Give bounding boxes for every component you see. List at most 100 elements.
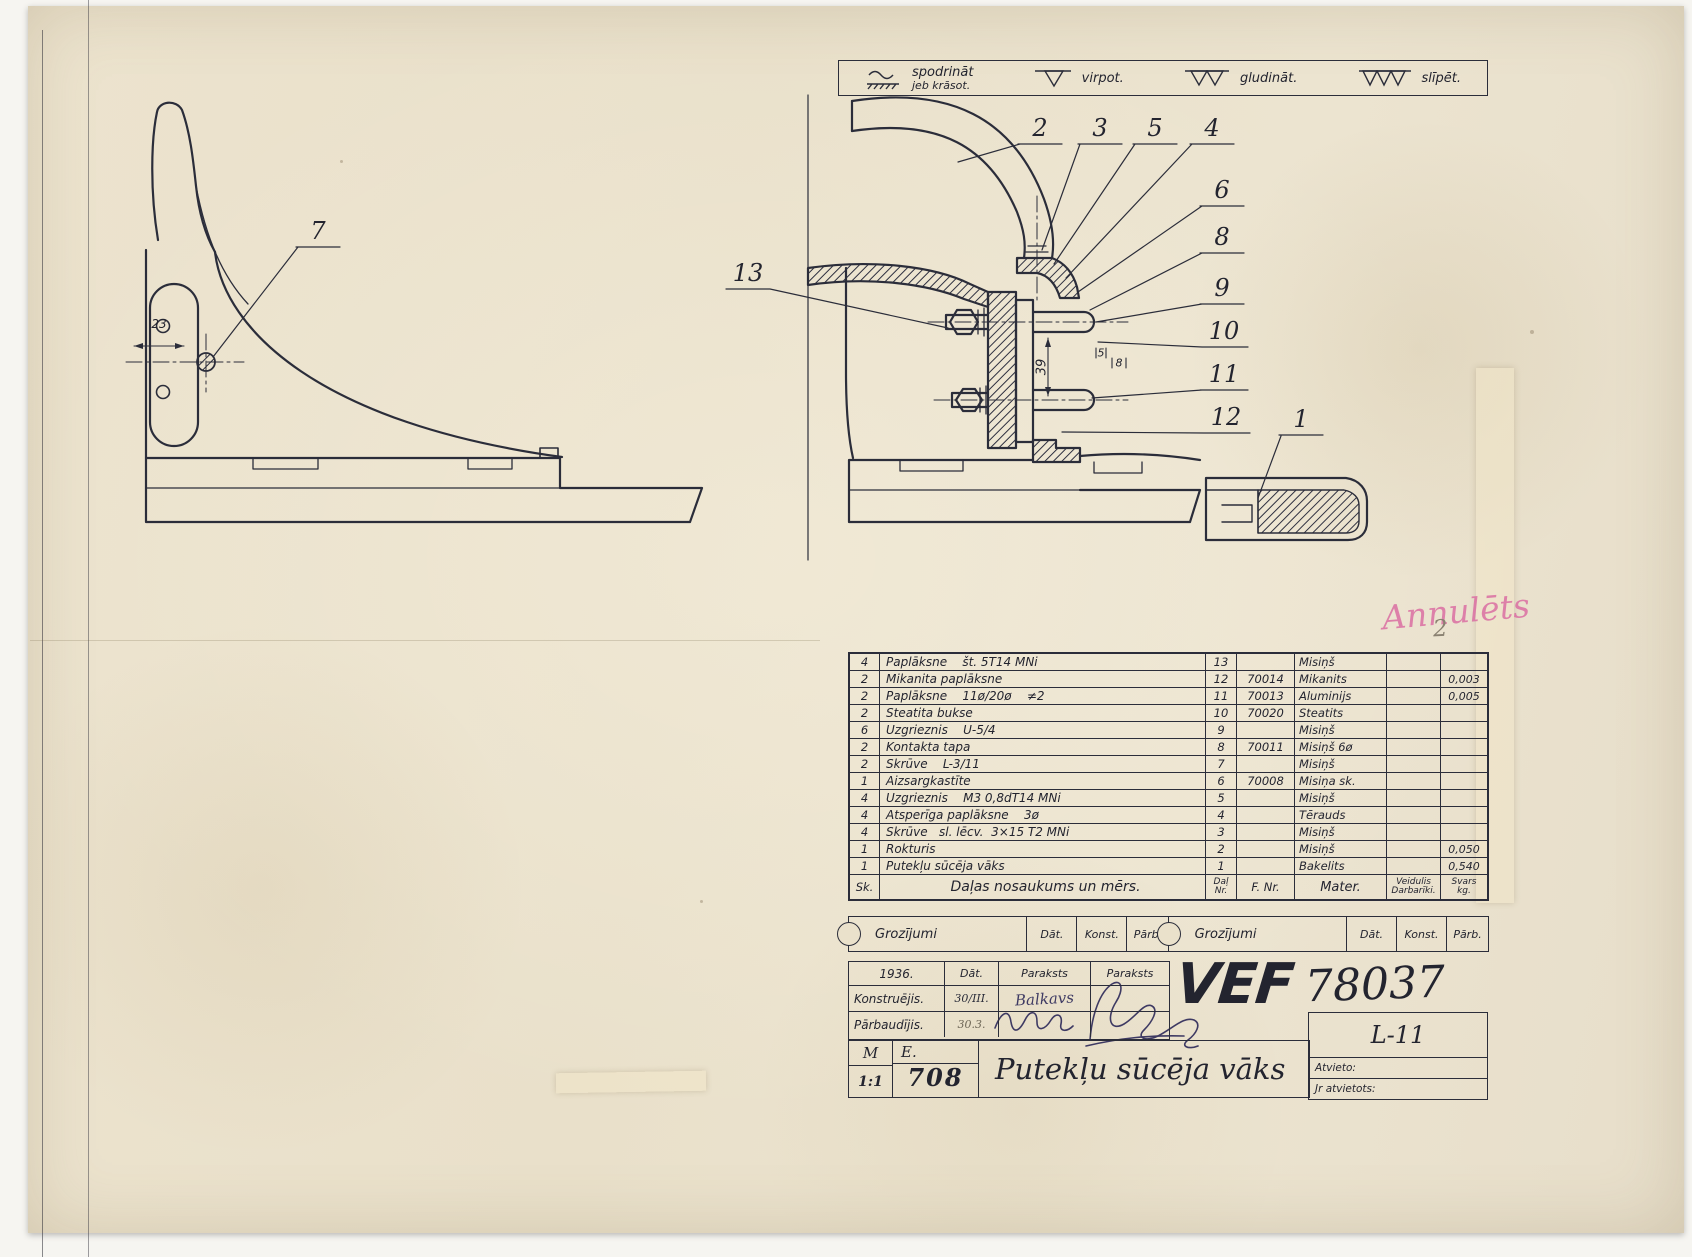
bom-material-cell: Mikanits [1295,671,1387,687]
bom-f-nr-cell [1237,790,1295,806]
signoff-year: 1936. [849,962,945,985]
callout-3: 3 [1092,114,1108,142]
bom-qty-cell: 1 [850,773,880,789]
bom-f-nr-cell [1237,824,1295,840]
bom-f-nr-cell [1237,858,1295,874]
bom-row: 3 Misiņš [1206,824,1487,841]
bom-dal-nr-cell: 9 [1206,722,1237,738]
legend-label: spodrināt jeb krāsot. [912,64,974,92]
bom-row: 6 Uzgrieznis U-5/4 [850,722,1205,739]
bom-dal-nr-cell: 7 [1206,756,1237,772]
bom-row: 1 Bakelits 0,540 [1206,858,1487,875]
bom-dal-nr-cell: 12 [1206,671,1237,687]
bom-part-name-cell: Uzgrieznis M3 0,8dT14 MNi [886,791,1061,805]
bom-material-cell: Misiņš [1295,756,1387,772]
signoff-paraksts-header: Paraksts [1106,967,1154,980]
bom-row: 4 Uzgrieznis M3 0,8dT14 MNi [850,790,1205,807]
bom-svars-cell [1441,756,1487,772]
legend-item-virpot: virpot. [1033,67,1124,89]
bom-svars-cell: 0,003 [1448,672,1480,686]
bom-qty-cell: 2 [850,705,880,721]
bom-veidulis-cell [1387,841,1441,857]
bom-row: 2 Paplāksne 11ø/20ø ≠2 [850,688,1205,705]
bom-qty-cell: 2 [850,671,880,687]
bom-dal-nr-cell: 3 [1206,824,1237,840]
sheet-box-column: L-11 Atvieto: Jr atvietots: [1308,1012,1488,1100]
bom-row: 10 70020 Steatits [1206,705,1487,722]
finish-smooth-icon [1184,70,1229,87]
revision-dat-header: Dāt. [1346,917,1396,951]
revision-parb-header: Pārb. [1126,917,1168,951]
fold-line-inner [88,0,90,1257]
parbaudijis-date: 30.3. [945,1012,999,1037]
title-strip: M 1:1 E. 708 Putekļu sūcēja vāks [848,1040,1310,1098]
vef-logo: VEF [1172,952,1297,1017]
bom-f-nr-header: F. Nr. [1237,875,1295,899]
dim-5: 5 [1097,346,1105,360]
bom-left-footer: Sk. Daļas nosaukums un mērs. [850,875,1205,899]
bom-qty-cell: 2 [850,756,880,772]
bom-name-header: Daļas nosaukums un mērs. [950,879,1141,895]
konstruejis-signature: Balkavs [999,986,1091,1011]
bom-veidulis-cell [1387,756,1441,772]
paper-crease [30,640,820,641]
callout-11: 11 [1208,360,1240,388]
bom-qty-cell: 4 [850,824,880,840]
dim-8: 8 [1115,356,1123,370]
bom-f-nr-cell [1237,722,1295,738]
scale-label: M [849,1041,892,1066]
bom-f-nr-cell: 70020 [1237,705,1295,721]
bom-f-nr-cell [1237,841,1295,857]
callout-7: 7 [310,217,326,245]
bom-qty-cell: 2 [850,688,880,704]
bom-part-name-cell: Steatita bukse [886,706,973,720]
bom-svars-cell [1441,773,1487,789]
bom-veidulis-cell [1387,858,1441,874]
konstruejis-label: Konstruējis. [849,986,945,1011]
bom-dal-nr-cell: 1 [1206,858,1237,874]
bom-svars-cell [1441,824,1487,840]
e-number: 708 [907,1063,964,1092]
paper-speck [340,160,343,163]
bom-row: 2 Steatita bukse [850,705,1205,722]
bom-dal-nr-cell: 6 [1206,773,1237,789]
bom-part-name-cell: Aizsargkastīte [886,774,971,788]
legend-item-slipet: slīpēt. [1357,67,1461,89]
revision-konst-header: Konst. [1396,917,1446,951]
bom-row: 13 Misiņš [1206,654,1487,671]
bom-f-nr-cell: 70008 [1237,773,1295,789]
finish-turn-icon [1034,70,1071,88]
bom-qty-cell: 6 [850,722,880,738]
bom-veidulis-cell [1387,807,1441,823]
bom-dal-nr-cell: 4 [1206,807,1237,823]
legend-item-spodrinat: spodrināt jeb krāsot. [865,66,974,91]
paper-sheet [28,6,1684,1233]
bom-material-cell: Misiņš [1295,824,1387,840]
surface-finish-legend: spodrināt jeb krāsot. virpot. gludināt. [838,60,1488,96]
signoff-paraksts-header: Paraksts [999,962,1091,985]
callout-10: 10 [1208,317,1240,345]
bom-veidulis-cell [1387,705,1441,721]
revision-parb-header: Pārb. [1446,917,1488,951]
bom-sk-header: Sk. [850,875,880,899]
legend-label: virpot. [1081,70,1124,86]
bom-part-name-cell: Skrūve sl. lēcv. 3×15 T2 MNi [886,825,1070,839]
bom-part-name-cell: Paplāksne 11ø/20ø ≠2 [886,689,1045,703]
bom-right-half: 13 Misiņš 12 70014 Mikanits 0,003 [1206,654,1487,899]
bom-row: 4 Paplāksne št. 5T14 MNi [850,654,1205,671]
bom-svars-cell: 0,540 [1448,859,1480,873]
bom-qty-cell: 4 [850,807,880,823]
callout-4: 4 [1204,114,1220,142]
bom-material-cell: Misiņš [1295,722,1387,738]
sheet-number: L-11 [1308,1012,1488,1058]
bom-left-rows: 4 Paplāksne št. 5T14 MNi 2 Mikanita papl… [850,654,1205,875]
revision-circle [837,922,861,946]
bom-veidulis-cell [1387,773,1441,789]
bom-part-name-cell: Paplāksne št. 5T14 MNi [886,655,1038,669]
bom-row: 2 Misiņš 0,050 [1206,841,1487,858]
bom-row: 1 Putekļu sūcēja vāks [850,858,1205,875]
